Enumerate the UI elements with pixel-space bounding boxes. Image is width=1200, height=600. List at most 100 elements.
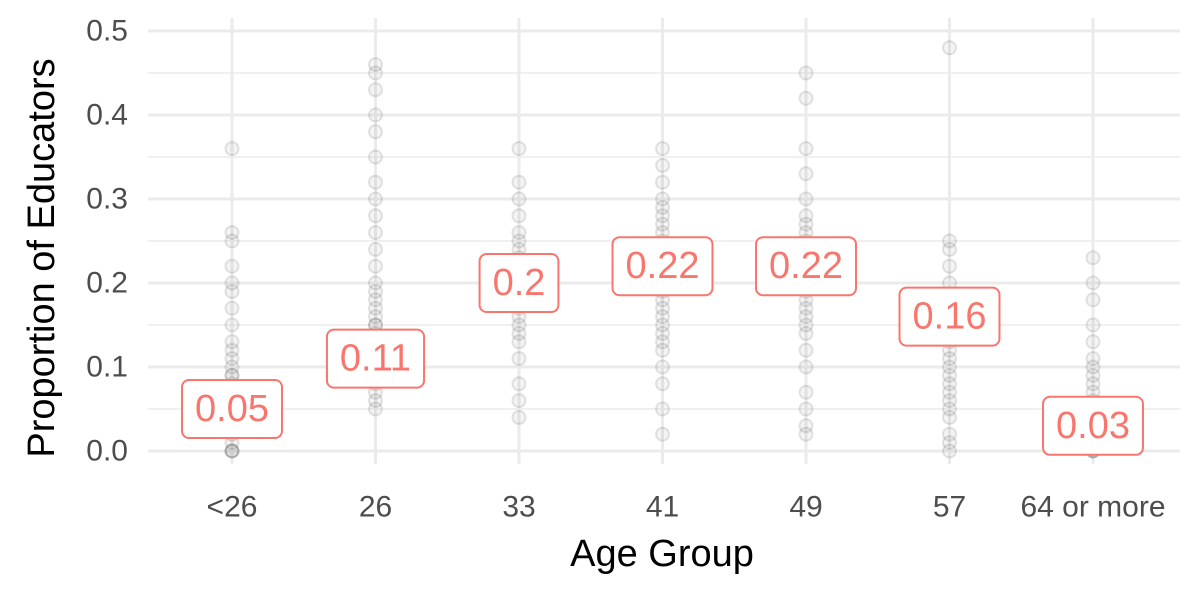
data-point: [1085, 359, 1101, 375]
mean-label-text: 0.05: [195, 388, 269, 430]
data-point: [798, 317, 814, 333]
data-point: [798, 426, 814, 442]
data-point: [798, 300, 814, 316]
mean-label: 0.2: [478, 253, 560, 313]
data-point: [655, 141, 670, 157]
data-point: [224, 300, 240, 316]
data-point: [368, 401, 383, 417]
data-point: [1085, 351, 1101, 367]
mean-label-text: 0.16: [913, 296, 987, 338]
x-axis-title: Age Group: [570, 533, 754, 575]
data-point: [655, 376, 670, 392]
data-point: [655, 208, 670, 224]
data-point: [224, 351, 240, 367]
data-point: [224, 443, 240, 459]
x-tick-label: 33: [502, 491, 535, 524]
mean-label-box: [755, 236, 857, 297]
data-point: [798, 166, 814, 182]
data-point: [655, 174, 670, 190]
mean-label-text: 0.22: [626, 245, 700, 287]
data-point: [655, 191, 670, 207]
data-point: [655, 157, 670, 173]
data-point: [942, 409, 957, 425]
data-point: [224, 233, 240, 249]
mean-label-text: 0.22: [769, 245, 843, 287]
data-point: [942, 393, 957, 409]
mean-label-box: [898, 286, 1001, 347]
data-point: [368, 292, 383, 308]
data-point: [655, 401, 670, 417]
mean-label-box: [181, 379, 283, 439]
data-point: [224, 443, 240, 459]
data-point: [655, 300, 670, 316]
mean-label: 0.05: [181, 379, 283, 439]
data-point: [511, 233, 527, 249]
data-point: [942, 376, 957, 392]
data-point: [511, 393, 527, 409]
y-tick-label: 0.4: [86, 99, 128, 132]
data-point: [798, 90, 814, 106]
x-tick-label: 41: [646, 491, 679, 524]
data-point: [511, 376, 527, 392]
data-point: [368, 124, 383, 140]
data-point: [942, 258, 957, 274]
data-point: [511, 191, 527, 207]
data-point: [368, 275, 383, 291]
data-point: [368, 283, 383, 299]
mean-label-text: 0.03: [1056, 405, 1130, 447]
mean-label: 0.16: [898, 286, 1001, 347]
data-point: [942, 351, 957, 367]
x-tick-label: <26: [207, 491, 258, 524]
data-point: [368, 107, 383, 123]
data-point: [224, 317, 240, 333]
data-point: [368, 208, 383, 224]
data-point: [511, 141, 527, 157]
data-point: [511, 174, 527, 190]
data-point: [942, 426, 957, 442]
data-point: [798, 309, 814, 325]
mean-label: 0.03: [1042, 395, 1144, 456]
data-point: [942, 443, 957, 459]
x-tick-label: 49: [789, 491, 822, 524]
mean-label: 0.22: [755, 236, 857, 297]
data-point: [655, 426, 670, 442]
data-point: [368, 149, 383, 165]
data-point: [511, 208, 527, 224]
y-tick-label: 0.5: [86, 15, 128, 48]
mean-label-text: 0.2: [493, 262, 546, 304]
data-point: [511, 225, 527, 241]
y-axis-title: Proportion of Educators: [21, 58, 63, 457]
mean-label: 0.11: [325, 328, 426, 389]
data-point: [224, 283, 240, 299]
x-tick-label: 57: [933, 491, 966, 524]
data-point: [655, 317, 670, 333]
data-point: [1085, 317, 1101, 333]
data-point: [655, 359, 670, 375]
x-tick-label: 64 or more: [1020, 491, 1165, 524]
data-point: [942, 435, 957, 451]
mean-label-box: [478, 253, 560, 313]
mean-label-box: [325, 328, 426, 389]
data-point: [942, 367, 957, 383]
data-point: [798, 208, 814, 224]
data-point: [798, 384, 814, 400]
data-point: [942, 401, 957, 417]
data-point: [368, 82, 383, 98]
data-point: [224, 334, 240, 350]
data-point: [224, 275, 240, 291]
data-point: [1085, 292, 1101, 308]
data-point: [655, 309, 670, 325]
data-point: [798, 359, 814, 375]
y-tick-label: 0.0: [86, 435, 128, 468]
data-point: [1085, 334, 1101, 350]
y-tick-label: 0.3: [86, 183, 128, 216]
data-point: [368, 57, 383, 73]
data-point: [224, 359, 240, 375]
data-point: [368, 191, 383, 207]
data-point: [798, 191, 814, 207]
data-point: [224, 141, 240, 157]
data-point: [368, 65, 383, 81]
data-point: [798, 65, 814, 81]
data-point: [368, 174, 383, 190]
